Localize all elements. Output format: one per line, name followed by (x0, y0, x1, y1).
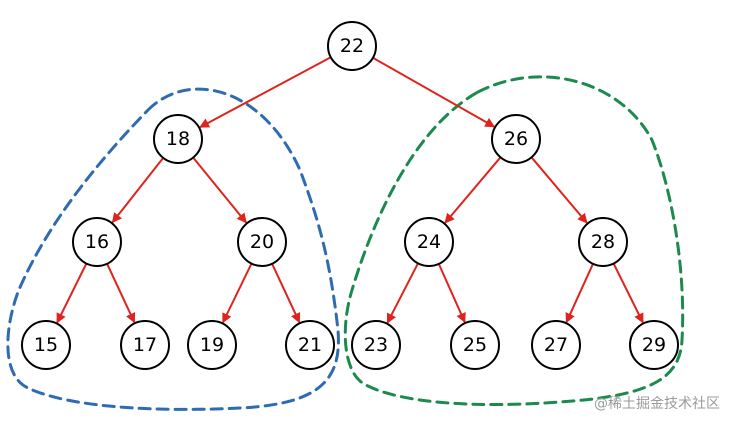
node-label: 25 (463, 334, 487, 356)
tree-node: 28 (578, 217, 628, 267)
edges-layer (56, 56, 644, 324)
node-label: 24 (417, 231, 441, 253)
edge-arrow (199, 56, 332, 129)
tree-node: 22 (327, 21, 377, 71)
edge-arrow (444, 156, 502, 224)
node-label: 19 (200, 334, 224, 356)
node-label: 17 (133, 334, 157, 356)
edge-arrow (612, 263, 644, 324)
node-label: 16 (85, 231, 109, 253)
tree-node: 26 (491, 114, 541, 164)
node-label: 20 (250, 231, 274, 253)
node-label: 23 (364, 334, 388, 356)
edge-arrow (386, 262, 419, 324)
tree-node: 27 (531, 320, 581, 370)
node-label: 18 (166, 128, 190, 150)
tree-node: 17 (120, 320, 170, 370)
edge-arrow (111, 157, 164, 224)
tree-node: 16 (72, 217, 122, 267)
node-label: 29 (642, 334, 666, 356)
node-label: 22 (340, 35, 364, 57)
edge-arrow (565, 263, 594, 324)
edge-arrow (530, 156, 588, 224)
edge-arrow (192, 156, 247, 224)
node-label: 21 (298, 334, 322, 356)
edge-arrow (437, 263, 466, 324)
tree-node: 15 (21, 320, 71, 370)
edge-arrow (372, 56, 496, 128)
edge-arrow (222, 263, 253, 324)
tree-node: 29 (629, 320, 679, 370)
edge-arrow (271, 263, 301, 324)
tree-node: 19 (187, 320, 237, 370)
watermark-text: @稀土掘金技术社区 (594, 396, 720, 412)
node-label: 27 (544, 334, 568, 356)
nodes-layer: 22 18 26 16 20 24 28 15 (21, 21, 679, 370)
tree-node: 20 (237, 217, 287, 267)
node-label: 26 (504, 128, 528, 150)
node-label: 15 (34, 334, 58, 356)
left-subtree-outline (6, 87, 340, 411)
tree-node: 24 (404, 217, 454, 267)
node-label: 28 (591, 231, 615, 253)
right-subtree-outline (343, 75, 685, 407)
tree-node: 25 (450, 320, 500, 370)
edge-arrow (106, 263, 136, 324)
edge-arrow (56, 263, 88, 324)
tree-node: 21 (285, 320, 335, 370)
tree-node: 23 (351, 320, 401, 370)
tree-node: 18 (153, 114, 203, 164)
